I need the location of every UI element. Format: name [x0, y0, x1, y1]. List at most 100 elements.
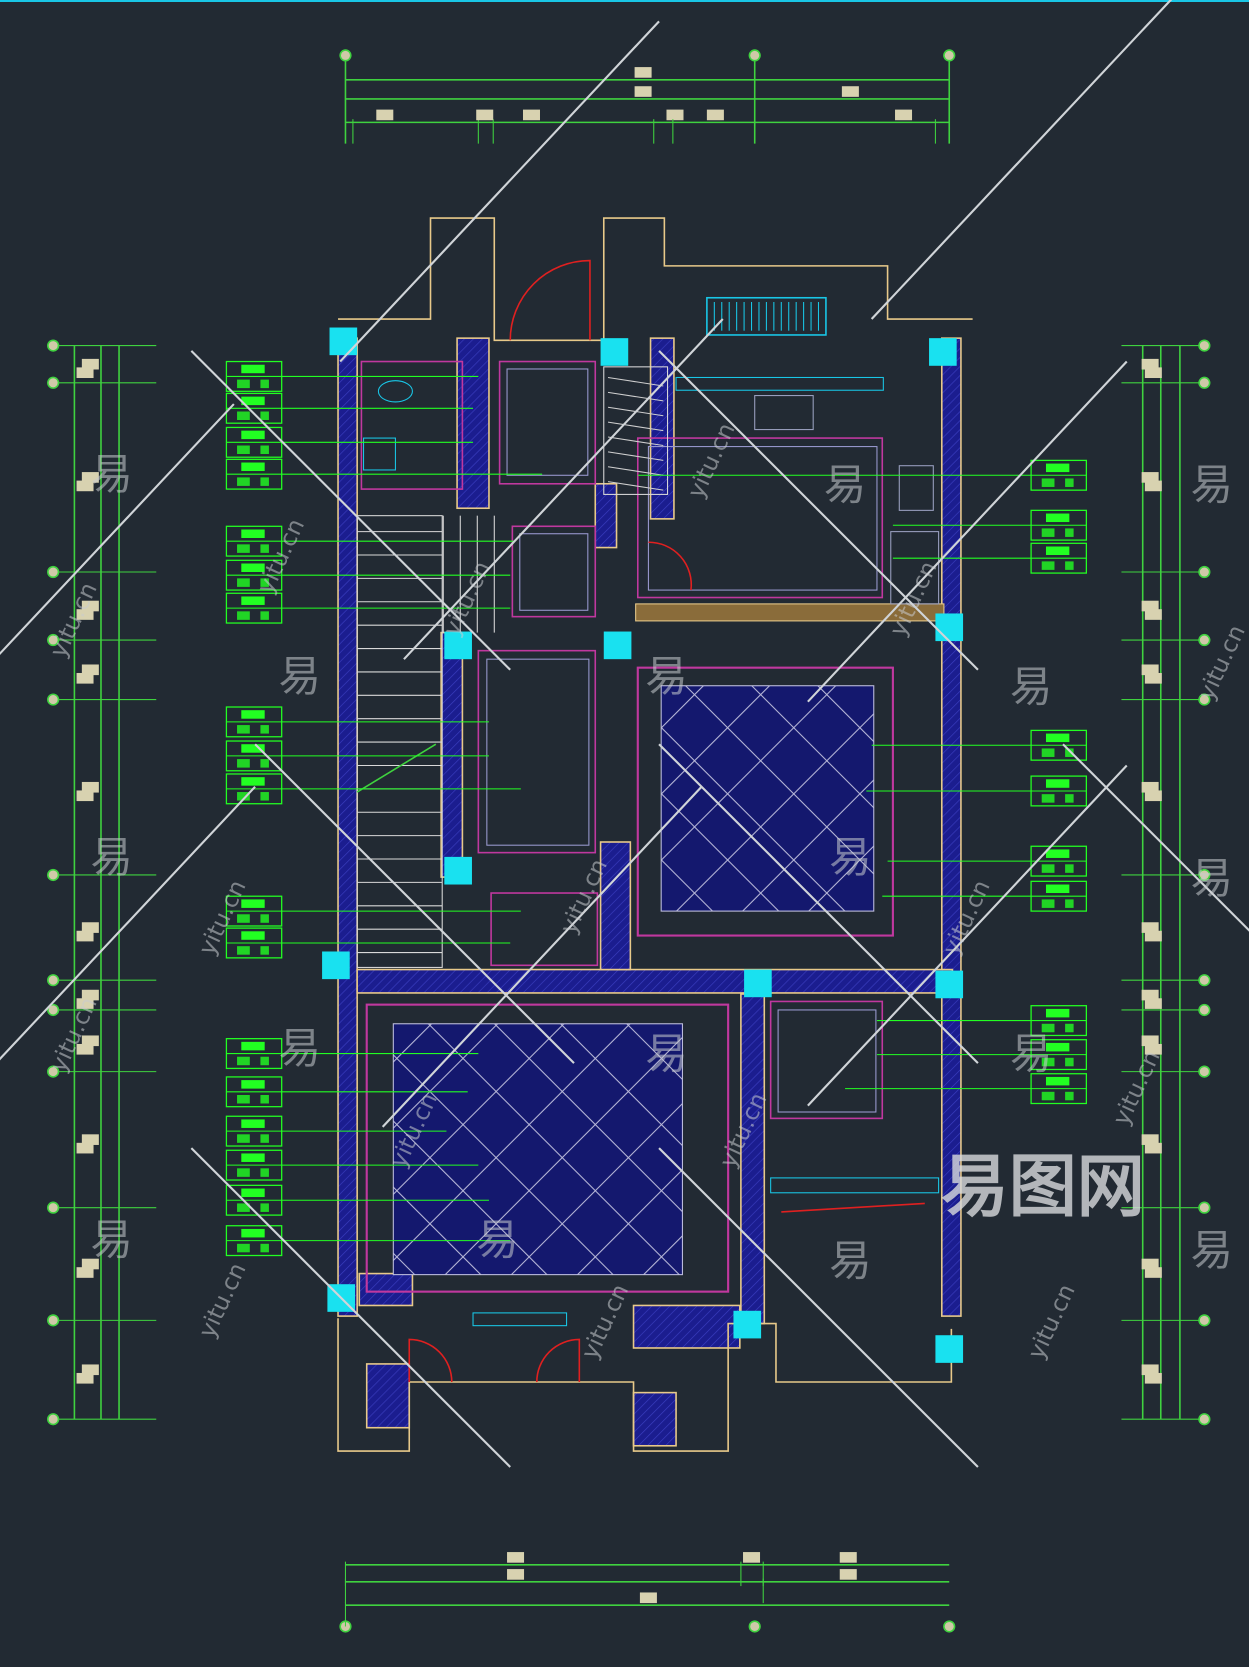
room-label-text — [241, 1188, 265, 1198]
hanger — [607, 376, 664, 387]
window-unit — [706, 296, 827, 336]
watermark-glyph: 易 — [279, 653, 322, 702]
room-label-code — [1041, 899, 1055, 908]
room-label-code — [237, 611, 250, 620]
living-floor — [660, 685, 875, 912]
room-label-text — [1045, 849, 1070, 858]
room-label-text — [241, 596, 265, 605]
dimension-value — [1144, 367, 1162, 379]
dimension-value — [639, 1592, 657, 1604]
dimension-value — [81, 664, 99, 676]
axis-bubble — [1198, 1201, 1211, 1214]
structural-column — [329, 327, 358, 356]
room-label-code — [237, 411, 250, 421]
watermark-glyph: 易 — [1191, 855, 1234, 904]
dimension-value — [1141, 472, 1159, 483]
dimension-value — [507, 1569, 525, 1580]
structural-column — [935, 613, 964, 642]
room-label-code — [260, 1094, 269, 1104]
dimension-value — [839, 1569, 857, 1580]
kitchen-cabinet — [890, 531, 940, 605]
room-label-code — [260, 379, 269, 389]
room-label-code — [260, 1203, 269, 1212]
axis-bubble — [47, 1413, 60, 1426]
dimension-value — [1141, 1134, 1159, 1145]
room-label-code — [237, 477, 250, 486]
watermark-stroke — [339, 20, 660, 363]
axis-bubble — [1198, 633, 1211, 647]
room-label-code — [1041, 864, 1055, 873]
wardrobe — [603, 366, 669, 495]
room-label-code — [1065, 478, 1074, 487]
room-label-code — [260, 445, 269, 455]
cabinet-3 — [647, 446, 878, 591]
axis-bubble — [47, 565, 60, 579]
room-label-code — [237, 759, 250, 768]
watermark-glyph: 易 — [476, 1216, 519, 1265]
dimension-value — [1141, 1035, 1159, 1047]
wall-stair — [440, 631, 464, 878]
watermark-domain: yitu.cn — [1192, 620, 1249, 704]
room-label-code — [237, 578, 250, 587]
dimension-value — [76, 790, 94, 802]
dimension-value — [76, 367, 94, 379]
room-3 — [490, 892, 599, 967]
dimension-value — [1144, 790, 1162, 802]
axis-bubble — [47, 376, 60, 389]
watermark-stroke — [0, 403, 235, 656]
watermark-stroke — [254, 743, 575, 1064]
room-label-text — [241, 462, 265, 472]
room-label-code — [1041, 748, 1055, 757]
watermark-domain: yitu.cn — [44, 578, 103, 662]
structural-column — [733, 1310, 762, 1339]
room-label-code — [1065, 1023, 1074, 1033]
dimension-value — [1141, 989, 1159, 1001]
room-label-text — [241, 1041, 265, 1051]
dimension-value — [522, 109, 540, 121]
watermark-glyph: 易 — [645, 653, 688, 702]
room-label-text — [1045, 1008, 1070, 1018]
hanger — [607, 436, 664, 447]
watermark-glyph: 易 — [1191, 462, 1234, 511]
dimension-value — [81, 600, 99, 612]
dimension-value — [634, 86, 652, 97]
room-label-code — [260, 759, 269, 768]
room-label-text — [241, 899, 265, 908]
dimension-value — [1141, 600, 1159, 612]
room-label-text — [241, 430, 265, 440]
room-label-code — [237, 725, 250, 734]
axis-bubble — [47, 1003, 60, 1017]
room-label-text — [241, 1228, 265, 1238]
dimension-value — [507, 1552, 525, 1563]
room-label-code — [237, 1168, 250, 1177]
wall-kitchen-west — [649, 337, 675, 520]
dimension-value — [1144, 672, 1162, 684]
room-label-text — [1045, 513, 1070, 523]
living-floor-border — [636, 666, 894, 937]
room-label-text — [1045, 463, 1070, 473]
dimension-value — [1141, 922, 1159, 933]
dimension-value — [81, 922, 99, 933]
structural-column — [935, 1335, 964, 1363]
dimension-value — [895, 109, 913, 121]
room-4 — [636, 437, 884, 599]
room-label-code — [1041, 794, 1055, 803]
structural-column — [600, 338, 629, 366]
structural-column — [935, 970, 964, 999]
room-label-code — [237, 946, 250, 955]
room-label-code — [1065, 899, 1074, 908]
cabinet-4 — [777, 1009, 877, 1113]
axis-bubble — [1198, 1003, 1211, 1017]
room-label-code — [237, 1203, 250, 1212]
dimension-value — [81, 1134, 99, 1145]
dimension-value — [76, 1267, 94, 1278]
room-label-code — [237, 1134, 250, 1143]
room-label-text — [1045, 1076, 1070, 1086]
watermark-domain: yitu.cn — [193, 1258, 252, 1342]
watermark-stroke — [190, 350, 511, 671]
axis-bubble — [943, 49, 956, 62]
room-label-text — [241, 1119, 265, 1128]
stove — [898, 465, 934, 511]
room-label-code — [237, 1243, 250, 1253]
room-0 — [498, 360, 597, 485]
